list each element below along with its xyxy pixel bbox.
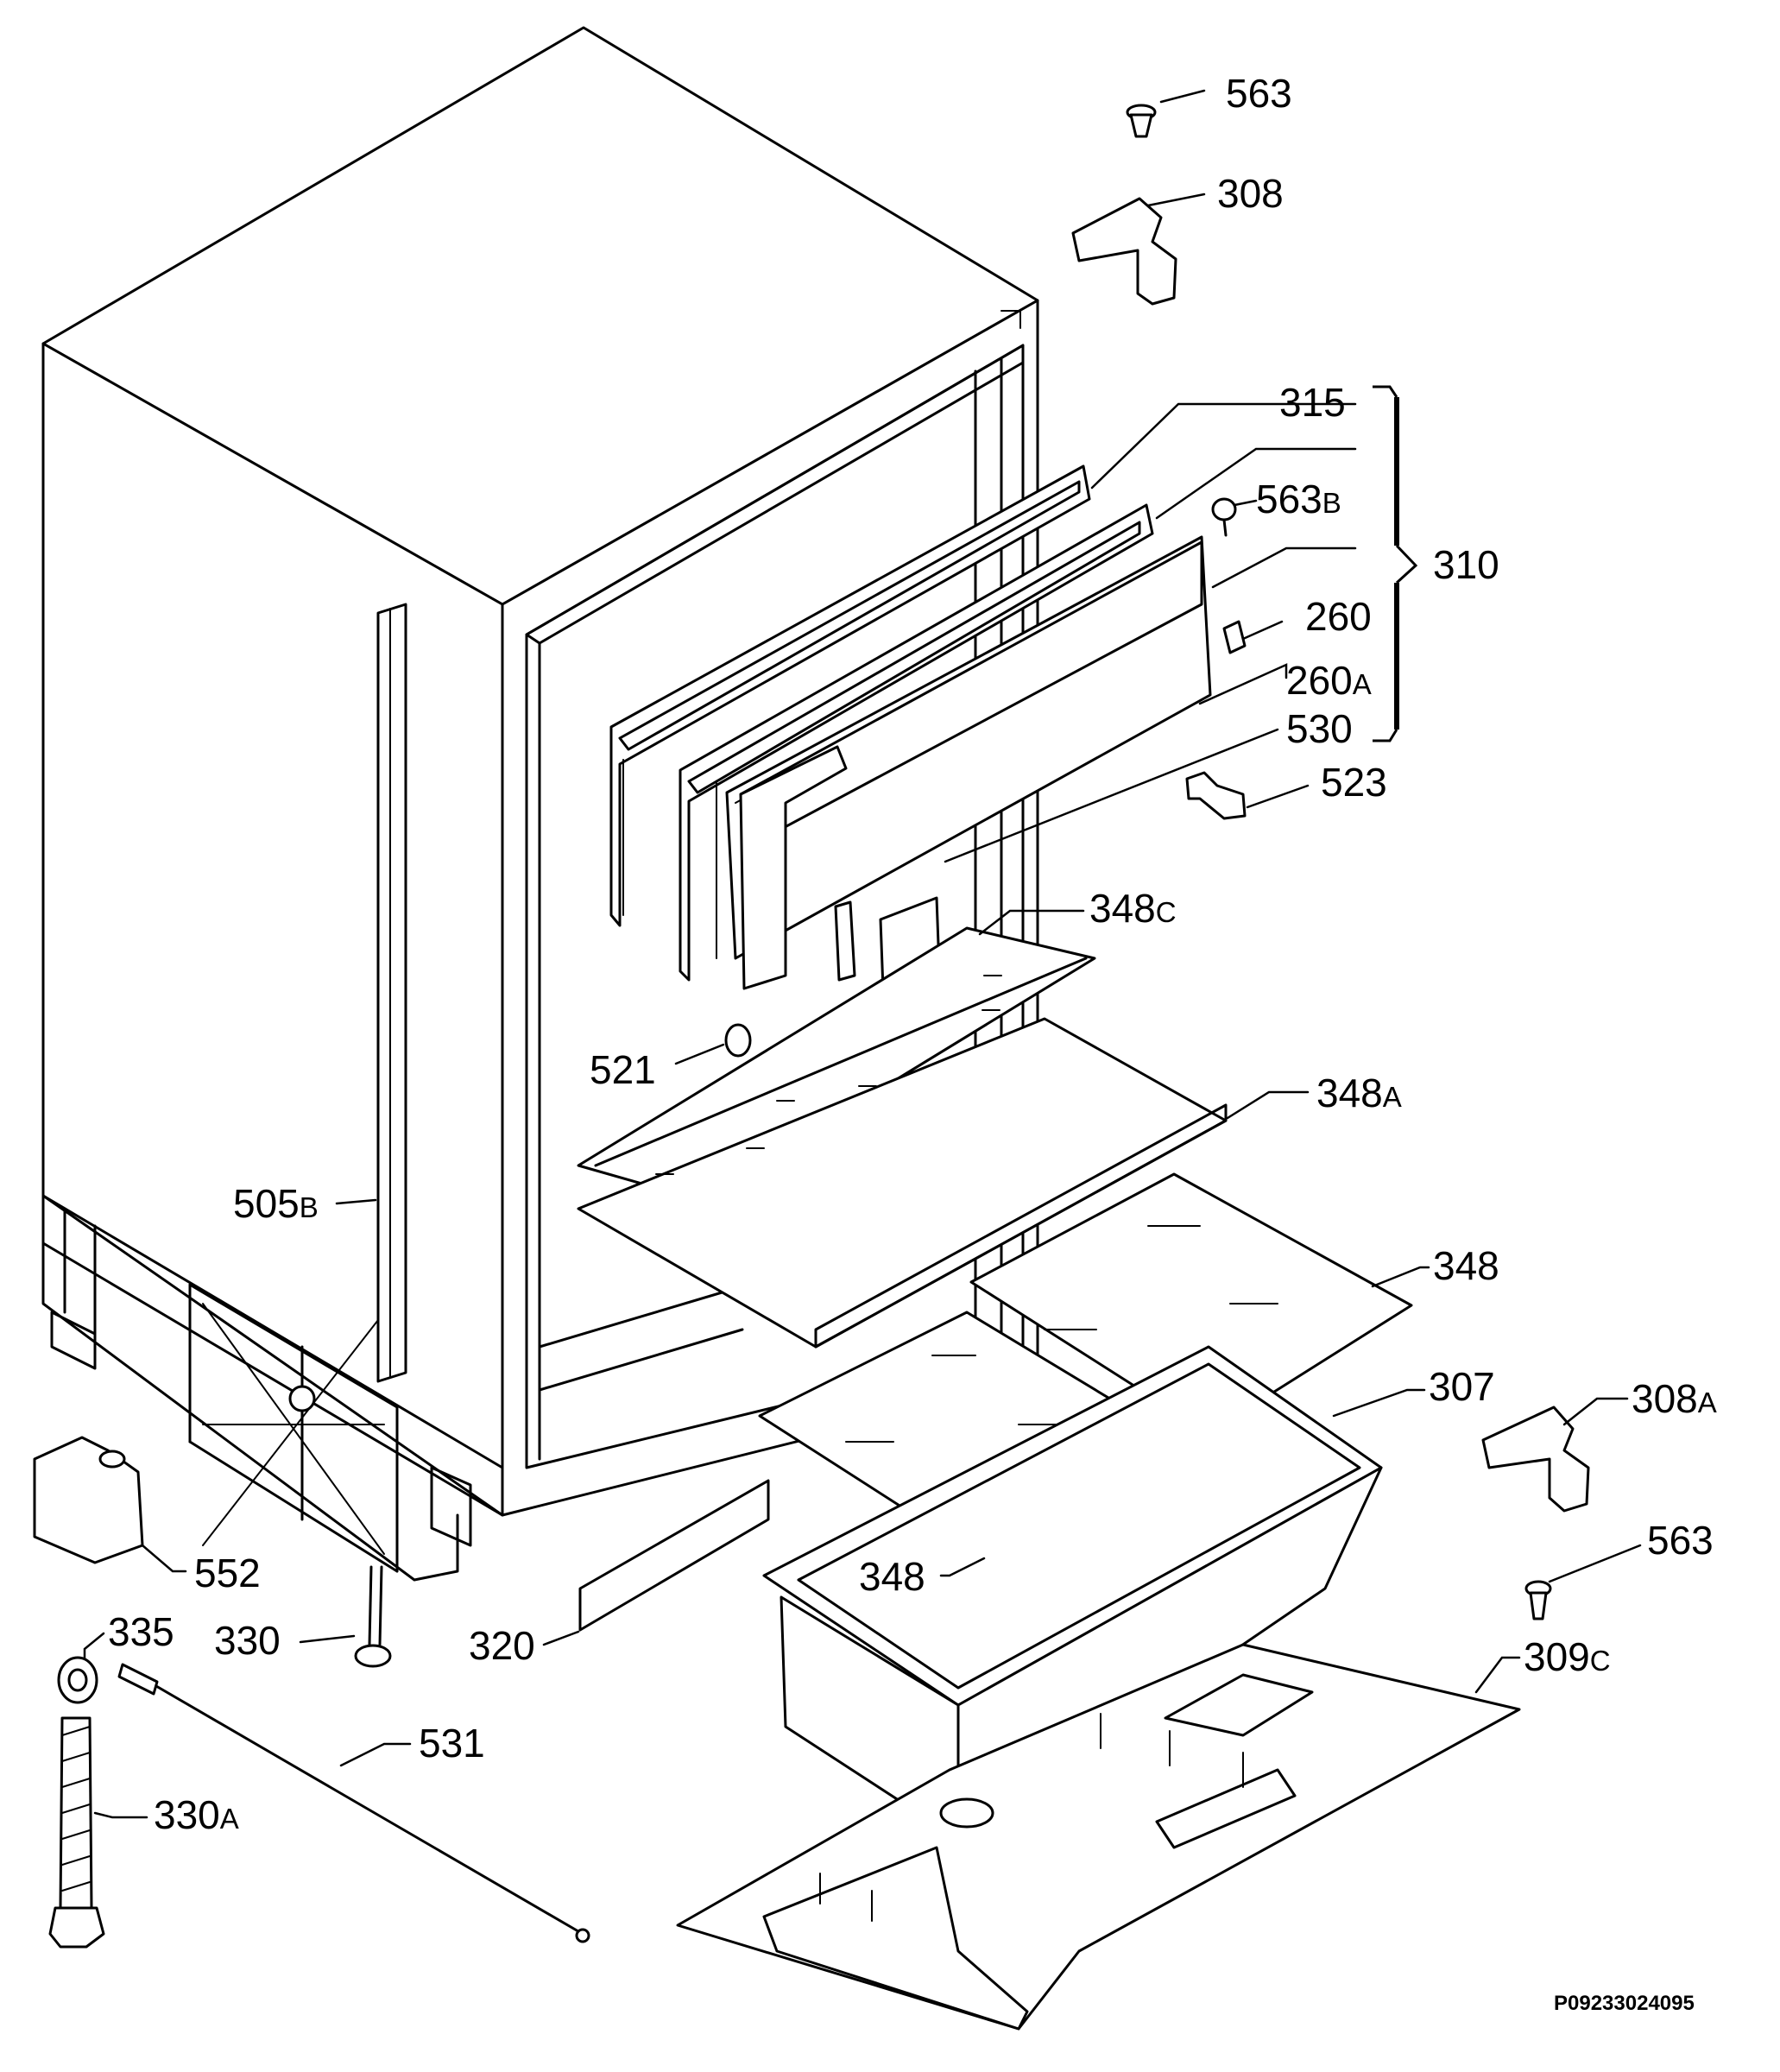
label-308a: 308A	[1632, 1376, 1717, 1421]
hinge-308	[1071, 197, 1177, 306]
hinge-part-521	[724, 900, 856, 1058]
label-505b: 505B	[233, 1181, 319, 1226]
label-330a: 330A	[154, 1792, 239, 1837]
glass-shelf-right	[969, 1172, 1413, 1435]
label-348-front: 348	[859, 1554, 925, 1599]
label-335: 335	[108, 1609, 174, 1654]
assembly-bracket-310	[1373, 385, 1418, 742]
clip-523	[1185, 771, 1247, 820]
label-531: 531	[419, 1721, 485, 1766]
clip-260	[1222, 620, 1247, 654]
adjustable-foot-330a	[48, 1716, 105, 1949]
label-530: 530	[1286, 706, 1353, 751]
label-521: 521	[590, 1047, 656, 1092]
fastener-563-top	[1126, 104, 1157, 138]
label-260: 260	[1305, 594, 1372, 639]
label-310: 310	[1433, 542, 1499, 587]
adjustable-foot-330	[354, 1565, 392, 1668]
door-frame-inner	[679, 503, 1154, 982]
label-308: 308	[1217, 171, 1284, 216]
label-330: 330	[214, 1618, 281, 1663]
label-309c: 309C	[1524, 1634, 1611, 1679]
cabinet-base	[41, 1194, 472, 1582]
label-563-bottom: 563	[1647, 1518, 1714, 1563]
door-frame-315	[609, 464, 1091, 927]
fastener-563b	[1211, 497, 1237, 537]
label-320: 320	[469, 1623, 535, 1668]
label-348-right: 348	[1433, 1243, 1499, 1288]
drawing-code: P09233024095	[1554, 1992, 1695, 2015]
bracket-552	[33, 1436, 144, 1564]
part-labels: 563 308 315 563B 310 260 260A 530 523 34…	[108, 71, 1717, 1837]
rod-531	[117, 1663, 590, 1943]
shelf-348a	[577, 1017, 1228, 1349]
fastener-563-bottom	[1524, 1580, 1552, 1620]
front-cover-320	[578, 1479, 770, 1632]
label-563b: 563B	[1256, 477, 1341, 521]
leader-lines	[83, 89, 1642, 1819]
label-523: 523	[1321, 760, 1387, 805]
base-cover-309c	[676, 1643, 1521, 2031]
label-348c: 348C	[1089, 886, 1177, 931]
label-552: 552	[194, 1551, 261, 1595]
gear-335	[57, 1656, 98, 1704]
inner-door-panel	[725, 535, 1212, 960]
hinge-308a	[1481, 1406, 1590, 1513]
label-563-top: 563	[1226, 71, 1292, 116]
label-260a: 260A	[1286, 658, 1372, 703]
label-307: 307	[1429, 1364, 1495, 1409]
door-seal-strip	[376, 603, 407, 1383]
label-315: 315	[1279, 380, 1346, 425]
label-348a: 348A	[1316, 1071, 1402, 1115]
